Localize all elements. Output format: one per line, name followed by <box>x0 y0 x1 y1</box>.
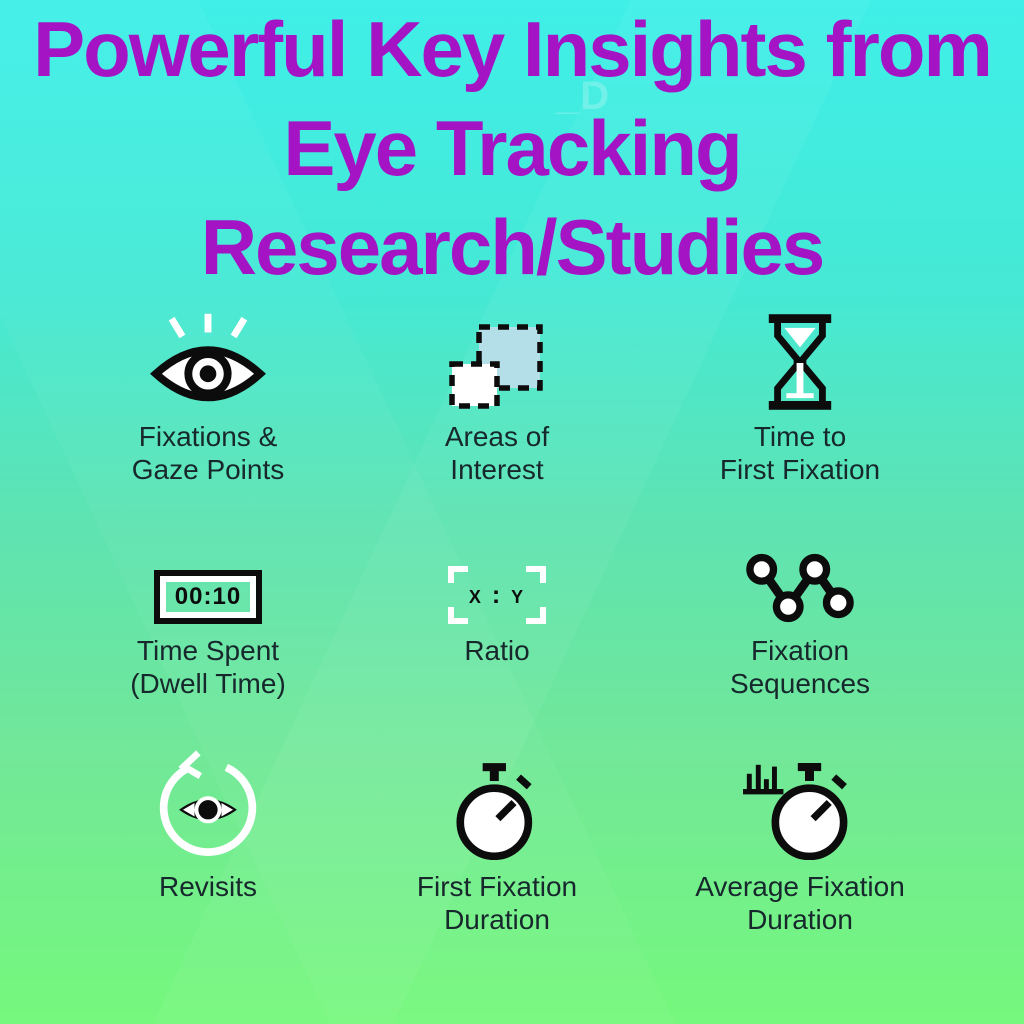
grid-item-fixations-gaze-points: Fixations & Gaze Points <box>58 300 358 486</box>
grid-item-revisits: Revisits <box>58 742 358 903</box>
dashed-squares-icon <box>347 300 647 410</box>
hourglass-icon <box>650 300 950 410</box>
grid-item-average-fixation-duration: Average Fixation Duration <box>650 742 950 936</box>
eye-loop-arrow-icon-svg <box>159 750 257 856</box>
timer-readout: 00:10 <box>159 576 257 618</box>
item-label: First Fixation Duration <box>416 871 578 935</box>
item-label: Time to First Fixation <box>719 421 881 485</box>
corner-bracket-icon <box>448 607 468 624</box>
grid-item-time-to-first-fixation: Time to First Fixation <box>650 300 950 486</box>
eye-rays-icon <box>58 300 358 410</box>
grid-item-first-fixation-duration: First Fixation Duration <box>347 742 647 936</box>
ratio-text: x : y <box>468 580 526 609</box>
ghost-watermark: _D <box>556 74 612 118</box>
eye-loop-arrow-icon <box>58 742 358 860</box>
item-label: Average Fixation Duration <box>695 871 905 935</box>
grid-item-areas-of-interest: Areas of Interest <box>347 300 647 486</box>
stopwatch-icon-svg <box>456 763 533 860</box>
item-label: Areas of Interest <box>444 421 550 485</box>
stopwatch-bars-icon <box>650 742 950 860</box>
hourglass-icon-svg <box>768 314 832 410</box>
stopwatch-bars-icon-svg <box>742 763 847 860</box>
item-label: Ratio <box>464 635 530 666</box>
title-line-1: Powerful Key Insights from <box>33 5 993 93</box>
zigzag-nodes-icon-svg <box>746 553 854 623</box>
corner-bracket-icon <box>526 607 546 624</box>
stopwatch-icon <box>347 742 647 860</box>
title-line-3: Research/Studies <box>200 203 826 291</box>
title-line-2: Eye Tracking <box>283 104 742 192</box>
eye-rays-icon-svg <box>150 313 266 402</box>
dashed-squares-icon-svg <box>449 324 543 409</box>
timer-display-icon: 00:10 <box>58 550 358 624</box>
zigzag-nodes-icon <box>650 550 950 624</box>
ratio-frame-icon: x : y <box>347 550 647 624</box>
grid-item-time-spent-dwell-time: 00:10 Time Spent (Dwell Time) <box>58 550 358 700</box>
item-label: Fixation Sequences <box>729 635 871 699</box>
item-label: Fixations & Gaze Points <box>131 421 285 485</box>
page-title: Powerful Key Insights from Eye Tracking … <box>0 0 1024 297</box>
corner-bracket-icon <box>448 566 468 583</box>
grid-item-ratio: x : y Ratio <box>347 550 647 667</box>
grid-item-fixation-sequences: Fixation Sequences <box>650 550 950 700</box>
item-label: Revisits <box>158 871 257 902</box>
corner-bracket-icon <box>526 566 546 583</box>
item-label: Time Spent (Dwell Time) <box>130 635 286 699</box>
